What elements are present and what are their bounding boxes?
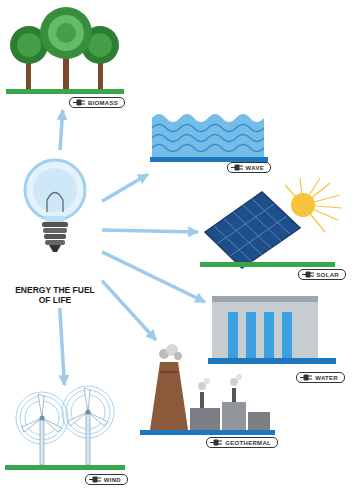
plug-tag: WATER [296,372,345,383]
plug-tag: BIOMASS [69,97,125,108]
wind-turbines [5,386,125,470]
energy-source: WATER [205,288,347,385]
source-label: WIND [104,477,121,483]
source-label: WATER [315,375,338,381]
source-label: GEOTHERMAL [225,440,271,446]
plug-icon [210,439,222,446]
energy-source: WIND [5,385,130,487]
source-label: BIOMASS [88,100,118,106]
water-dam [208,296,336,364]
arrow-connector [102,230,198,232]
source-label: WAVE [246,165,264,171]
geothermal-plant [140,344,275,435]
energy-source: GEOTHERMAL [132,340,280,450]
arrow-connector [102,281,156,340]
arrow-connector [60,308,65,385]
biomass-trees [6,7,124,94]
title-text: ENERGY THE FUEL OF LIFE [9,286,101,308]
arrow-connector [60,110,63,150]
plug-tag: SOLAR [298,269,347,280]
light-bulb [25,160,85,252]
plug-icon [300,374,312,381]
plug-icon [89,476,101,483]
wave-water [150,114,268,162]
energy-source: WAVE [148,100,273,175]
arrow-connector [102,174,148,201]
plug-tag: GEOTHERMAL [206,437,278,448]
energy-source: SOLAR [198,185,348,282]
plug-icon [231,164,243,171]
arrow-connector [102,252,205,302]
plug-tag: WAVE [227,162,271,173]
plug-icon [73,99,85,106]
plug-tag: WIND [85,474,128,485]
source-label: SOLAR [317,272,340,278]
solar-panel [200,178,342,268]
energy-source: BIOMASS [5,5,127,110]
plug-icon [302,271,314,278]
energy-bulb: ENERGY THE FUEL OF LIFE [8,150,102,308]
